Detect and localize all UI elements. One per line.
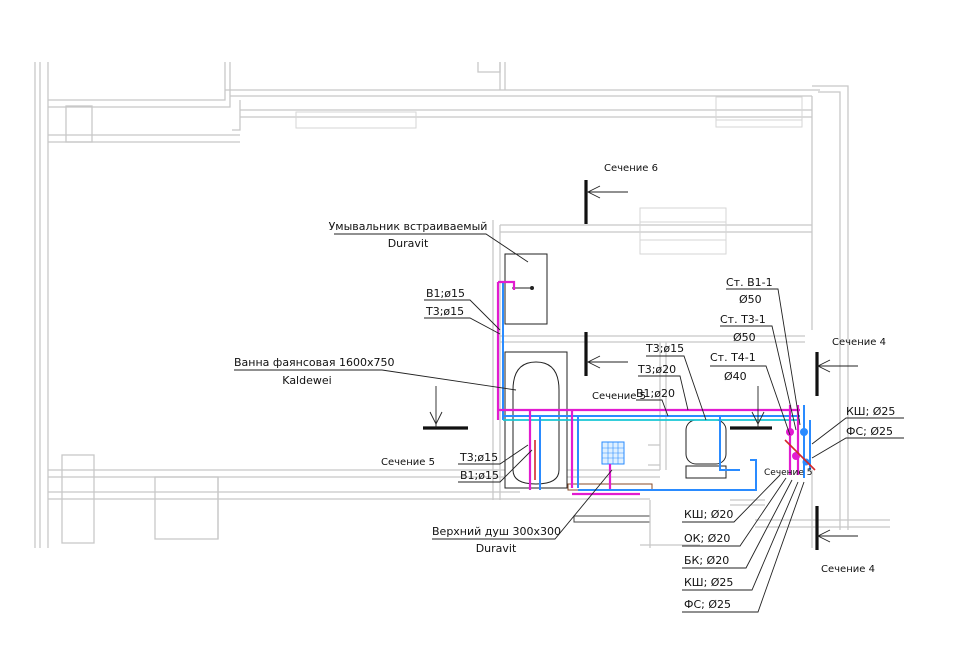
section4-bottom-label: Сечение 4 bbox=[821, 564, 875, 575]
washbasin bbox=[504, 253, 548, 325]
fs-25-right-label: ФС; Ø25 bbox=[846, 425, 893, 438]
walls bbox=[34, 62, 890, 548]
section5-label: Сечение 5 bbox=[381, 457, 435, 468]
fixtures bbox=[504, 253, 727, 491]
pipes bbox=[496, 280, 816, 496]
riser-t4-label: Ст. Т4-1 bbox=[710, 351, 756, 364]
shower-title: Верхний душ 300х300 bbox=[432, 525, 561, 538]
section-markers bbox=[423, 180, 858, 550]
ksh-25-right-label: КШ; Ø25 bbox=[846, 405, 895, 418]
leader-lines bbox=[234, 233, 904, 613]
riser-b1-label: Ст. В1-1 bbox=[726, 276, 773, 289]
list-ok20: ОК; Ø20 bbox=[684, 532, 730, 545]
t3-15-mid-label: Т3;ø15 bbox=[645, 342, 684, 355]
riser-t4-diameter: Ø40 bbox=[724, 370, 747, 383]
riser-t3-diameter: Ø50 bbox=[733, 331, 756, 344]
faucet-icon bbox=[530, 286, 534, 290]
section-small-label: Сечение 5 bbox=[764, 468, 813, 478]
washbasin-brand: Duravit bbox=[388, 237, 429, 250]
washbasin-title: Умывальник встраиваемый bbox=[329, 220, 488, 233]
toilet-tank bbox=[685, 465, 727, 479]
list-bk20: БК; Ø20 bbox=[684, 554, 729, 567]
bath-title: Ванна фаянсовая 1600х750 bbox=[234, 356, 394, 369]
riser-b1-diameter: Ø50 bbox=[739, 293, 762, 306]
shower-brand: Duravit bbox=[476, 542, 517, 555]
t3-20-mid-label: Т3;ø20 bbox=[637, 363, 676, 376]
b1-15-top-label: В1;ø15 bbox=[426, 287, 465, 300]
list-ksh20: КШ; Ø20 bbox=[684, 508, 733, 521]
t3-15-top-label: Т3;ø15 bbox=[425, 305, 464, 318]
bath-brand: Kaldewei bbox=[282, 374, 331, 387]
section-mid-label: Сечение 5 bbox=[592, 391, 646, 402]
t3-15-low-label: Т3;ø15 bbox=[459, 451, 498, 464]
section4-top-label: Сечение 4 bbox=[832, 337, 886, 348]
section6-label: Сечение 6 bbox=[604, 163, 658, 174]
list-ksh25: КШ; Ø25 bbox=[684, 576, 733, 589]
text-labels: Умывальник встраиваемый Duravit В1;ø15 Т… bbox=[234, 163, 895, 611]
b1-20-mid-label: В1;ø20 bbox=[636, 387, 675, 400]
riser-t3-label: Ст. Т3-1 bbox=[720, 313, 766, 326]
list-fs25: ФС; Ø25 bbox=[684, 598, 731, 611]
b1-15-low-label: В1;ø15 bbox=[460, 469, 499, 482]
